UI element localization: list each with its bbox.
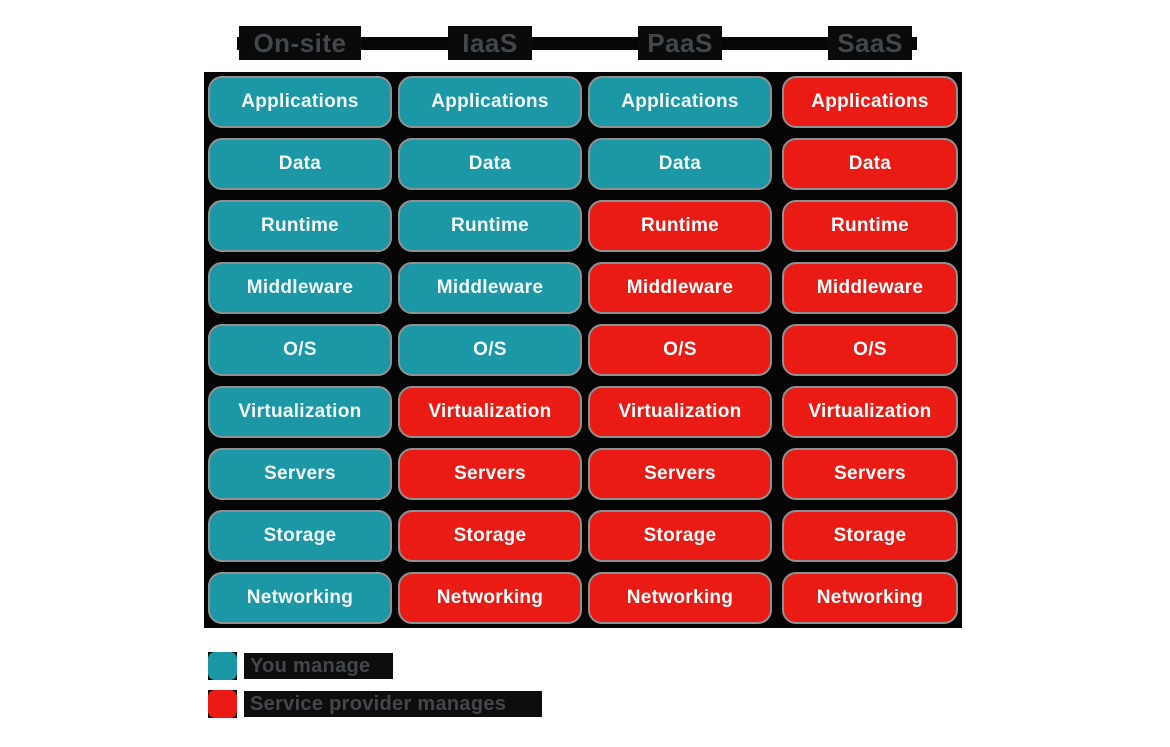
stack-pill: Runtime [782, 200, 958, 252]
column-header-paas: PaaS [638, 26, 722, 60]
stack-pill: Networking [588, 572, 772, 624]
stack-pill: Servers [588, 448, 772, 500]
stack-pill: Middleware [398, 262, 582, 314]
stack-pill: Runtime [588, 200, 772, 252]
stack-pill: Storage [398, 510, 582, 562]
stack-pill: Middleware [588, 262, 772, 314]
stack-pill: O/S [398, 324, 582, 376]
stack-pill: Storage [588, 510, 772, 562]
stack-grid: Applications Data Runtime Middleware O/S… [204, 72, 962, 628]
stack-pill: Runtime [208, 200, 392, 252]
stack-pill: O/S [208, 324, 392, 376]
column-header-saas: SaaS [828, 26, 912, 60]
column-iaas: Applications Data Runtime Middleware O/S… [398, 76, 582, 624]
stack-pill: Storage [782, 510, 958, 562]
legend-swatch-you-manage [208, 652, 237, 680]
stack-pill: Virtualization [588, 386, 772, 438]
header-strip [237, 37, 917, 50]
stack-pill: Networking [208, 572, 392, 624]
legend-swatch-provider-manages [208, 690, 237, 718]
stack-pill: Networking [398, 572, 582, 624]
stack-pill: Data [588, 138, 772, 190]
stack-pill: Data [398, 138, 582, 190]
stack-pill: Servers [208, 448, 392, 500]
legend-label-provider-manages: Service provider manages [244, 691, 542, 717]
stack-pill: Applications [588, 76, 772, 128]
stack-pill: Networking [782, 572, 958, 624]
stack-pill: Data [208, 138, 392, 190]
red-swatch-icon [208, 690, 237, 718]
legend-text: You manage [250, 654, 371, 677]
stack-pill: Servers [398, 448, 582, 500]
legend-label-you-manage: You manage [244, 653, 393, 679]
stack-pill: Virtualization [208, 386, 392, 438]
stack-pill: Applications [398, 76, 582, 128]
stack-pill: Runtime [398, 200, 582, 252]
column-header-iaas: IaaS [448, 26, 532, 60]
stack-pill: Storage [208, 510, 392, 562]
teal-swatch-icon [208, 652, 237, 680]
column-header-label: IaaS [462, 27, 518, 58]
stack-pill: Middleware [782, 262, 958, 314]
stack-pill: Virtualization [398, 386, 582, 438]
stack-pill: Middleware [208, 262, 392, 314]
column-header-on-site: On-site [239, 26, 361, 60]
column-paas: Applications Data Runtime Middleware O/S… [588, 76, 772, 624]
stack-pill: O/S [588, 324, 772, 376]
stack-pill: Servers [782, 448, 958, 500]
stack-pill: Virtualization [782, 386, 958, 438]
stack-pill: Applications [208, 76, 392, 128]
column-header-label: SaaS [837, 27, 903, 58]
column-header-label: On-site [253, 27, 347, 58]
column-on-site: Applications Data Runtime Middleware O/S… [208, 76, 392, 624]
stack-pill: Applications [782, 76, 958, 128]
column-header-label: PaaS [647, 27, 713, 58]
stack-pill: Data [782, 138, 958, 190]
legend-text: Service provider manages [250, 692, 507, 715]
stack-pill: O/S [782, 324, 958, 376]
column-saas: Applications Data Runtime Middleware O/S… [782, 76, 958, 624]
